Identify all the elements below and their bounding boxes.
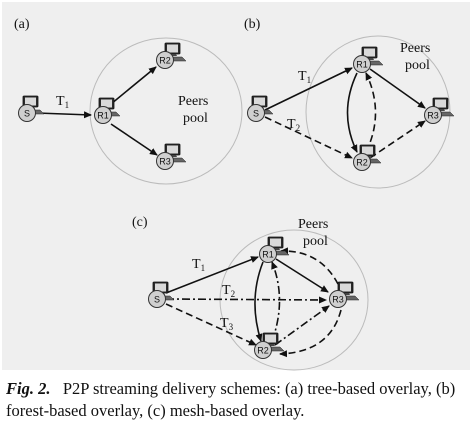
panel-c: (c) Peers pool T1 T2 T3 [132, 215, 369, 371]
node-label: R3 [159, 157, 171, 167]
node-label: S [24, 109, 30, 119]
panel-a-node-r1: R1 [94, 97, 121, 124]
panel-c-node-s: S [148, 281, 175, 308]
panel-a-node-r3: R3 [156, 143, 187, 170]
diagram: (a) Peers pool T1 S R1 [14, 17, 455, 371]
panel-c-edge-r3-r2 [279, 309, 342, 358]
panel-b-label: (b) [244, 17, 261, 32]
panel-c-node-r2: R2 [254, 332, 285, 359]
panel-c-edge-r2-r1 [271, 261, 281, 342]
node-label: R1 [356, 60, 368, 70]
node-label: R2 [356, 158, 368, 168]
panel-b-node-r3: R3 [424, 97, 455, 124]
panel-c-node-r1: R1 [259, 236, 290, 263]
caption-lead: Fig. 2. [6, 379, 51, 398]
node-label: S [154, 295, 160, 305]
panel-a-node-s: S [18, 95, 45, 122]
node-label: R3 [332, 295, 344, 305]
panel-b-node-s: S [247, 95, 274, 122]
panel-c-edge-s-r2 [165, 303, 257, 346]
node-label: S [253, 109, 259, 119]
panel-b-edge-r1-r2 [346, 72, 358, 153]
panel-c-edge-s-r3 [165, 296, 327, 304]
panel-b-edge-label-t1: T1 [298, 69, 311, 85]
caption-text: P2P streaming delivery schemes: (a) tree… [6, 379, 456, 420]
panel-a-edge-r1-r3 [110, 123, 158, 156]
panel-a-edge-r1-r2 [110, 66, 157, 105]
panel-a-label: (a) [14, 17, 30, 32]
panel-c-edge-r1-r2 [254, 261, 264, 342]
panel-c-edge-label-t3: T3 [220, 316, 234, 332]
node-label: R1 [262, 250, 274, 260]
panel-c-edge-r1-r3 [275, 258, 329, 293]
node-label: R3 [427, 111, 439, 121]
panel-b: (b) Peers pool T1 T2 S [244, 17, 455, 189]
panel-c-edge-r3-r1 [280, 247, 339, 285]
panel-b-edge-r1-r3 [369, 68, 426, 109]
panel-b-edge-s-r2 [264, 116, 353, 159]
panel-a-node-r2: R2 [156, 42, 187, 69]
panel-a-peers-pool-boundary [89, 37, 243, 185]
panel-b-edge-r2-r1 [365, 72, 377, 153]
panel-c-edge-label-t1: T1 [192, 257, 205, 273]
panel-c-edge-s-r1 [165, 256, 259, 294]
node-label: R2 [159, 56, 171, 66]
panel-b-edge-s-r1 [264, 67, 353, 111]
panel-b-pool-label: Peers pool [400, 41, 434, 73]
panel-b-edge-label-t2: T2 [287, 117, 300, 133]
panel-a-edge-s-r1 [36, 111, 92, 119]
panel-b-edge-r2-r3 [369, 120, 426, 159]
panel-b-node-r1: R1 [353, 46, 384, 73]
panel-a-edge-label-t1: T1 [56, 94, 69, 110]
node-label: R1 [97, 111, 109, 121]
panel-c-node-r3: R3 [329, 281, 360, 308]
node-label: R2 [257, 346, 269, 356]
panel-c-label: (c) [132, 215, 148, 230]
diagram-frame [2, 2, 470, 370]
figure-caption: Fig. 2. P2P streaming delivery schemes: … [6, 378, 468, 422]
panel-a: (a) Peers pool T1 S R1 [14, 17, 243, 185]
panel-c-edge-label-t2: T2 [222, 283, 235, 299]
panel-a-pool-label: Peers pool [178, 94, 212, 126]
panel-c-edge-r2-r3 [274, 305, 330, 346]
panel-c-pool-label: Peers pool [298, 217, 332, 249]
panel-b-node-r2: R2 [353, 144, 382, 171]
